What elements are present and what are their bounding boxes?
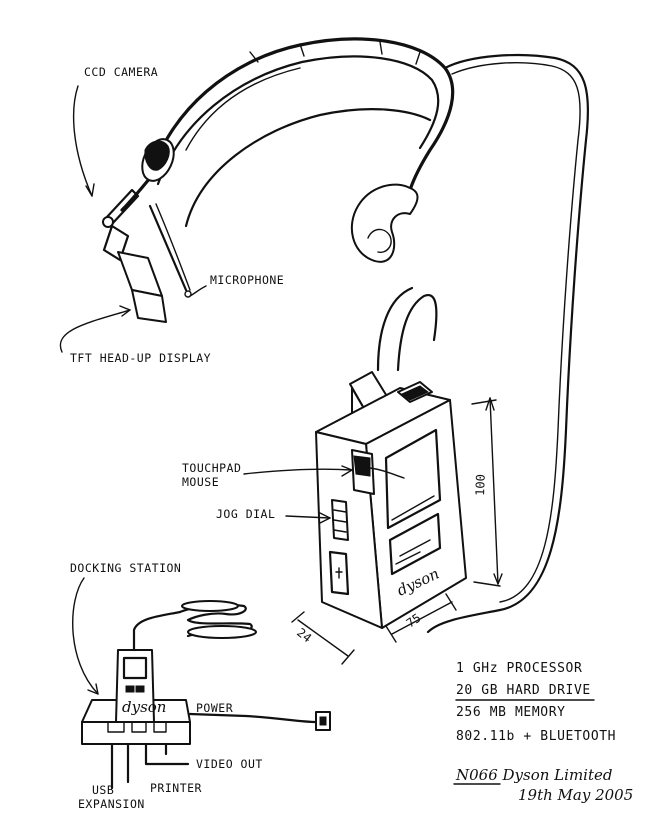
earpiece xyxy=(352,185,418,262)
signature-block: N066 Dyson Limited 19th May 2005 xyxy=(454,766,633,804)
signature-date: 19th May 2005 xyxy=(518,786,633,804)
label-video-out: VIDEO OUT xyxy=(196,757,263,771)
dimension-height: 100 xyxy=(473,474,488,496)
label-docking-station: DOCKING STATION xyxy=(70,561,181,575)
leader-ccd-camera xyxy=(74,86,92,196)
label-power: POWER xyxy=(196,701,233,715)
label-microphone: MICROPHONE xyxy=(210,273,284,287)
label-touchpad-mouse: MOUSE xyxy=(182,475,219,489)
dock-brand-mark: dyson xyxy=(122,698,166,716)
tft-display xyxy=(118,252,162,296)
signature-line1: N066 Dyson Limited xyxy=(455,766,612,784)
label-tft-display: TFT HEAD-UP DISPLAY xyxy=(70,351,211,365)
dock-base xyxy=(82,722,190,744)
label-jog-dial: JOG DIAL xyxy=(216,507,275,521)
spec-hard-drive: 20 GB HARD DRIVE xyxy=(456,683,591,698)
dimension-depth: 24 xyxy=(294,625,314,645)
label-printer: PRINTER xyxy=(150,781,202,795)
label-ccd-camera: CCD CAMERA xyxy=(84,65,158,79)
wearable-computer: dyson xyxy=(316,288,466,628)
label-usb-expansion: EXPANSION xyxy=(78,797,145,811)
leader-tft xyxy=(60,310,130,352)
specs-list: 1 GHz PROCESSOR 20 GB HARD DRIVE 256 MB … xyxy=(456,661,616,744)
spec-memory: 256 MB MEMORY xyxy=(456,705,566,720)
label-usb: USB xyxy=(92,783,114,797)
leader-microphone xyxy=(190,286,206,296)
spec-wireless: 802.11b + BLUETOOTH xyxy=(456,729,616,744)
label-touchpad: TOUCHPAD xyxy=(182,461,241,475)
leader-docking-station xyxy=(73,578,98,694)
spec-processor: 1 GHz PROCESSOR xyxy=(456,661,582,676)
